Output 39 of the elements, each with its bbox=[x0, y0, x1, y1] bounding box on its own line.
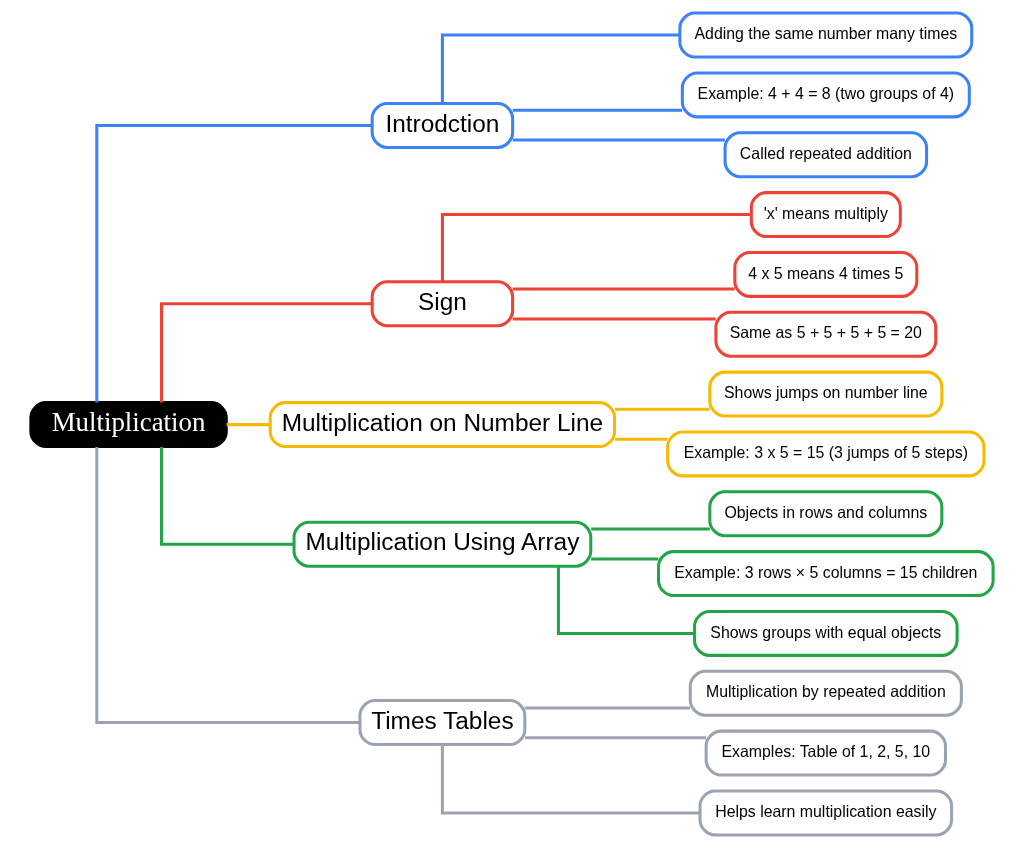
node-box: Sign bbox=[370, 280, 515, 328]
connector bbox=[95, 447, 360, 725]
connector bbox=[440, 33, 680, 104]
node-box: Example: 4 + 4 = 8 (two groups of 4) bbox=[680, 71, 971, 119]
connector bbox=[512, 108, 683, 112]
connector bbox=[512, 317, 716, 321]
node-box: Examples: Table of 1, 2, 5, 10 bbox=[704, 729, 947, 777]
node-box: Multiplication on Number Line bbox=[268, 401, 617, 449]
node-box: Adding the same number many times bbox=[678, 11, 974, 59]
connector bbox=[226, 423, 270, 427]
node-box: Example: 3 rows × 5 columns = 15 children bbox=[657, 550, 995, 598]
connector bbox=[615, 437, 668, 441]
connector bbox=[512, 287, 735, 291]
connector bbox=[591, 527, 710, 531]
connector bbox=[160, 302, 372, 403]
node-box: Shows groups with equal objects bbox=[693, 609, 959, 657]
connector bbox=[591, 557, 659, 561]
connector bbox=[525, 706, 691, 710]
node-box: Multiplication by repeated addition bbox=[688, 669, 963, 717]
node-box: Times Tables bbox=[358, 699, 527, 747]
node-box: Same as 5 + 5 + 5 + 5 = 20 bbox=[714, 310, 938, 358]
connector bbox=[556, 566, 695, 635]
node-box: 'x' means multiply bbox=[749, 191, 902, 239]
connector bbox=[95, 123, 373, 403]
connector bbox=[440, 213, 751, 282]
connector bbox=[160, 447, 294, 546]
node-box: Helps learn multiplication easily bbox=[698, 789, 954, 837]
connector bbox=[440, 744, 700, 815]
node-box: Objects in rows and columns bbox=[708, 490, 944, 538]
node-box: Introdction bbox=[370, 101, 515, 149]
node-box: 4 x 5 means 4 times 5 bbox=[733, 250, 919, 298]
node-box: Shows jumps on number line bbox=[708, 370, 944, 418]
connector bbox=[512, 138, 725, 142]
node-box: Multiplication bbox=[29, 401, 228, 449]
node-box: Example: 3 x 5 = 15 (3 jumps of 5 steps) bbox=[666, 430, 986, 478]
connector bbox=[615, 407, 710, 411]
node-box: Multiplication Using Array bbox=[292, 520, 593, 568]
node-box: Called repeated addition bbox=[723, 131, 929, 179]
connector bbox=[525, 736, 707, 740]
